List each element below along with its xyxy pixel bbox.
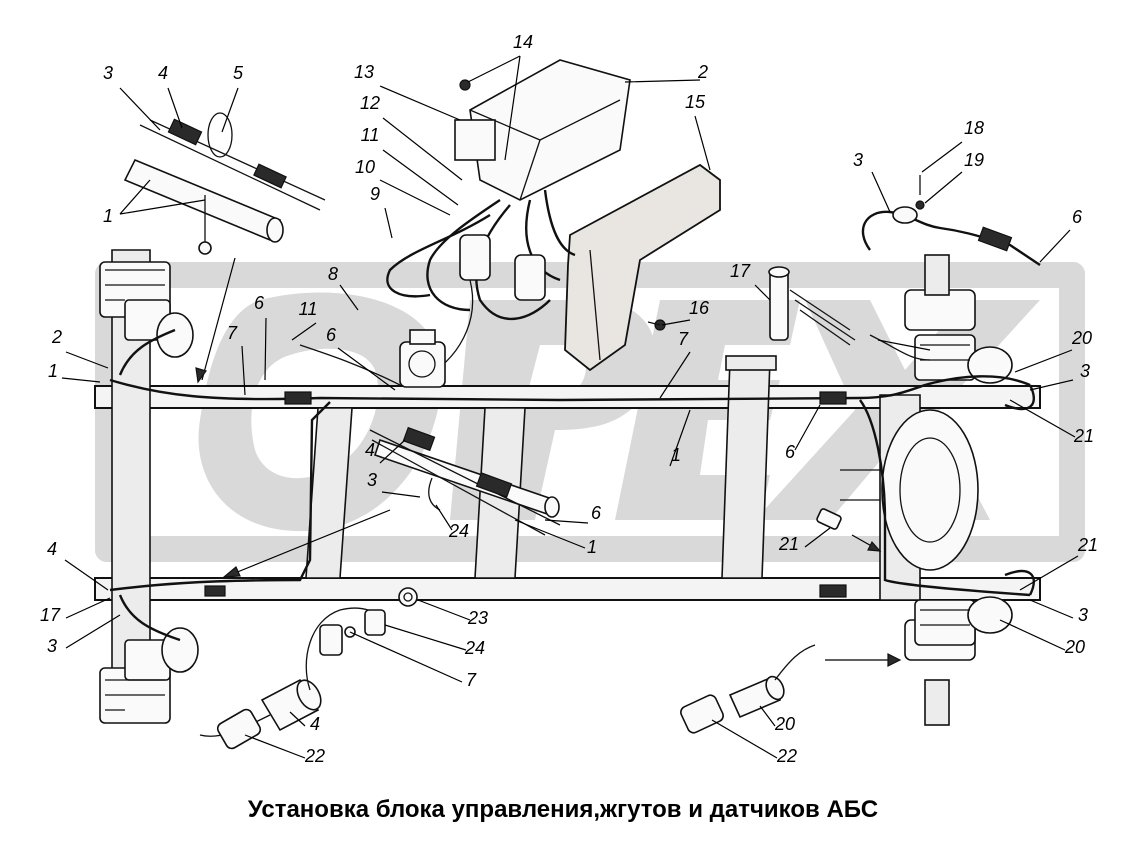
abs-control-unit: [454, 59, 631, 201]
sensor-bottom-center: [680, 644, 816, 734]
callout: 4: [365, 440, 375, 460]
front-right-brake-assembly: [99, 627, 199, 724]
callout: 14: [513, 32, 533, 52]
callout: 4: [47, 539, 57, 559]
callout: 24: [448, 521, 469, 541]
callout: 7: [227, 323, 238, 343]
callout: 17: [40, 605, 61, 625]
callout: 3: [853, 150, 863, 170]
callout: 20: [774, 714, 795, 734]
callout: 22: [304, 746, 325, 766]
callout: 4: [158, 63, 168, 83]
callout: 20: [1071, 328, 1092, 348]
callout: 6: [785, 442, 796, 462]
callout: 12: [360, 93, 380, 113]
sensor-detail-center: [369, 426, 561, 536]
callout: 15: [685, 92, 706, 112]
callout: 7: [466, 670, 477, 690]
sensor-bottom-left: [199, 607, 386, 750]
callout: 3: [103, 63, 113, 83]
callout: 1: [587, 537, 597, 557]
callout: 3: [1078, 605, 1088, 625]
callout: 21: [1073, 426, 1094, 446]
diagram-caption: Установка блока управления,жгутов и датч…: [248, 796, 878, 823]
callout: 19: [964, 150, 984, 170]
callout: 11: [299, 299, 318, 319]
callout: 7: [678, 329, 689, 349]
callout: 22: [776, 746, 797, 766]
callout: 9: [370, 184, 380, 204]
callout: 13: [354, 62, 374, 82]
callout: 5: [233, 63, 244, 83]
direction-arrows: [195, 257, 931, 667]
callout: 6: [254, 293, 265, 313]
callout: 17: [730, 261, 751, 281]
cable-bundle: [386, 189, 576, 320]
callout: 2: [51, 327, 62, 347]
sensor-detail-top-right: [861, 175, 1041, 266]
callout-labels: 3 4 5 1 13 14 2 15 12 11 10 9 8 6 11 6 7…: [40, 32, 1098, 766]
bracket-17: [647, 266, 856, 346]
callout: 11: [361, 125, 380, 145]
callout: 6: [1072, 207, 1083, 227]
rear-right-brake-assembly: [914, 596, 1013, 646]
callout: 1: [103, 206, 113, 226]
callout: 1: [671, 445, 681, 465]
callout: 2: [697, 62, 708, 82]
modulator-valve: [399, 329, 446, 388]
callout: 20: [1064, 637, 1085, 657]
callout: 3: [47, 636, 57, 656]
chassis-frame: [94, 249, 1041, 726]
callout: 6: [326, 325, 337, 345]
wiring-harness: [109, 279, 1036, 642]
callout: 18: [964, 118, 984, 138]
sensor-detail-top-left: [123, 112, 326, 255]
callout: 8: [328, 264, 338, 284]
rear-left-brake-assembly: [914, 334, 1013, 384]
callout: 16: [689, 298, 710, 318]
callout: 21: [1077, 535, 1098, 555]
callout: 6: [591, 503, 602, 523]
clamp-bottom: [319, 587, 418, 656]
leader-lines: [61, 55, 1079, 759]
callout: 21: [778, 534, 799, 554]
control-unit-bracket: [564, 163, 721, 372]
callout: 24: [464, 638, 485, 658]
callout: 3: [367, 470, 377, 490]
callout: 10: [355, 157, 375, 177]
callout: 3: [1080, 361, 1090, 381]
callout: 1: [48, 361, 58, 381]
front-left-brake-assembly: [99, 261, 194, 358]
callout: 4: [310, 714, 320, 734]
callout: 23: [467, 608, 488, 628]
